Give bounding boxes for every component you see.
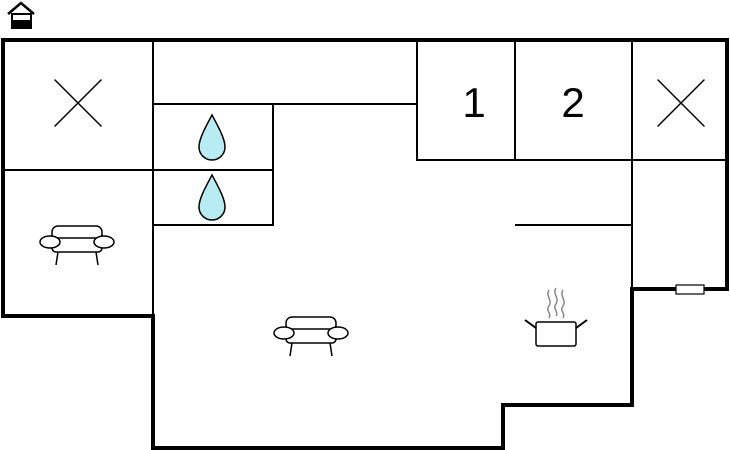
water-drop-icon — [198, 113, 226, 161]
water-drop-icon — [198, 173, 226, 221]
cross-icon — [657, 79, 705, 127]
cross-icon — [54, 79, 102, 127]
bedroom-2-label: 2 — [561, 79, 584, 126]
outer-wall — [1, 38, 729, 450]
house-entrance-icon — [7, 1, 35, 29]
interior-walls — [2, 39, 728, 449]
cooking-pot-icon — [524, 287, 588, 347]
sofa-icon — [39, 225, 115, 266]
radiator-icon — [675, 284, 705, 295]
bedroom-1-label: 1 — [462, 79, 485, 126]
sofa-icon — [273, 316, 349, 357]
